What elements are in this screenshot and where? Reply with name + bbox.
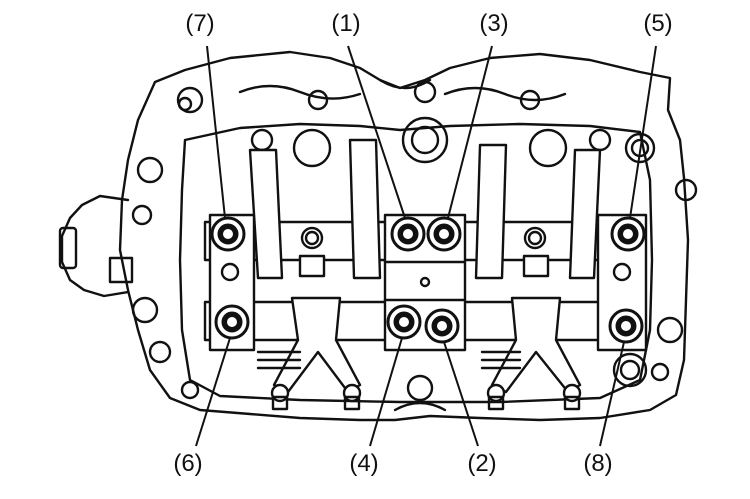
bolt-2: [424, 308, 460, 344]
label-1: (1): [331, 10, 361, 37]
leader-line-7: [206, 45, 226, 219]
bolt-4: [386, 304, 422, 340]
bolt-5: [610, 216, 646, 252]
leader-line-6: [195, 337, 231, 447]
label-4: (4): [349, 450, 379, 477]
label-8: (8): [583, 450, 613, 477]
bolt-1: [390, 216, 426, 252]
leader-line-3: [447, 45, 493, 219]
leader-line-8: [599, 341, 625, 447]
leader-line-5: [629, 45, 657, 219]
leader-line-2: [443, 341, 479, 447]
label-5: (5): [643, 10, 673, 37]
label-7: (7): [185, 10, 215, 37]
bolt-6: [214, 304, 250, 340]
label-2: (2): [467, 450, 497, 477]
leader-line-1: [347, 45, 406, 219]
bolt-8: [608, 308, 644, 344]
bolt-3: [426, 216, 462, 252]
bolt-7: [210, 216, 246, 252]
label-6: (6): [173, 450, 203, 477]
leader-line-4: [369, 337, 403, 447]
camshaft-flange: [60, 194, 130, 298]
label-3: (3): [479, 10, 509, 37]
